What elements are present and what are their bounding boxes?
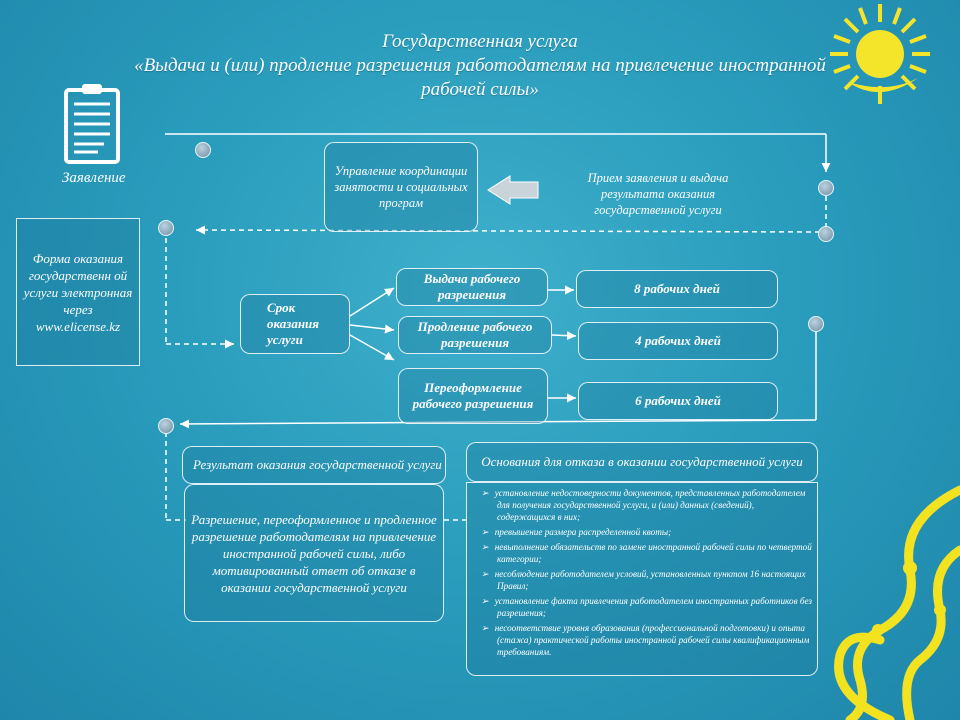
flow-node: [818, 226, 834, 242]
flow-node: [195, 142, 211, 158]
flow-node: [818, 180, 834, 196]
refusal-list: ➢установление недостоверности документов…: [467, 487, 813, 661]
form-box: Форма оказания государственн ой услуги э…: [16, 218, 140, 366]
service-issue: Выдача рабочего разрешения: [396, 268, 548, 306]
service-extend: Продление рабочего разрешения: [398, 316, 552, 354]
service-reissue: Переоформление рабочего разрешения: [398, 368, 548, 424]
service-days-reissue: 6 рабочих дней: [578, 382, 778, 420]
refusal-panel: ➢установление недостоверности документов…: [466, 482, 818, 676]
management-box: Управление координации занятости и социа…: [324, 142, 478, 232]
refusal-item: ➢установление недостоверности документов…: [497, 487, 813, 523]
refusal-header: Основания для отказа в оказании государс…: [466, 442, 818, 482]
result-body: Разрешение, переоформленное и продленное…: [184, 484, 444, 622]
refusal-item: ➢несоответствие уровня образования (проф…: [497, 622, 813, 658]
result-header: Результат оказания государственной услуг…: [182, 446, 446, 484]
flow-node: [808, 316, 824, 332]
refusal-item: ➢установление факта привлечения работода…: [497, 595, 813, 619]
flow-node: [158, 418, 174, 434]
refusal-item: ➢превышение размера распределенной квоты…: [497, 526, 813, 538]
service-days-issue: 8 рабочих дней: [576, 270, 778, 308]
service-days-extend: 4 рабочих дней: [578, 322, 778, 360]
refusal-item: ➢несоблюдение работодателем условий, уст…: [497, 568, 813, 592]
refusal-item: ➢невыполнение обязательств по замене ино…: [497, 541, 813, 565]
flow-node: [158, 220, 174, 236]
reception-text: Прием заявления и выдача результата оказ…: [568, 170, 748, 218]
term-box: Срок оказания услуги: [240, 294, 350, 354]
